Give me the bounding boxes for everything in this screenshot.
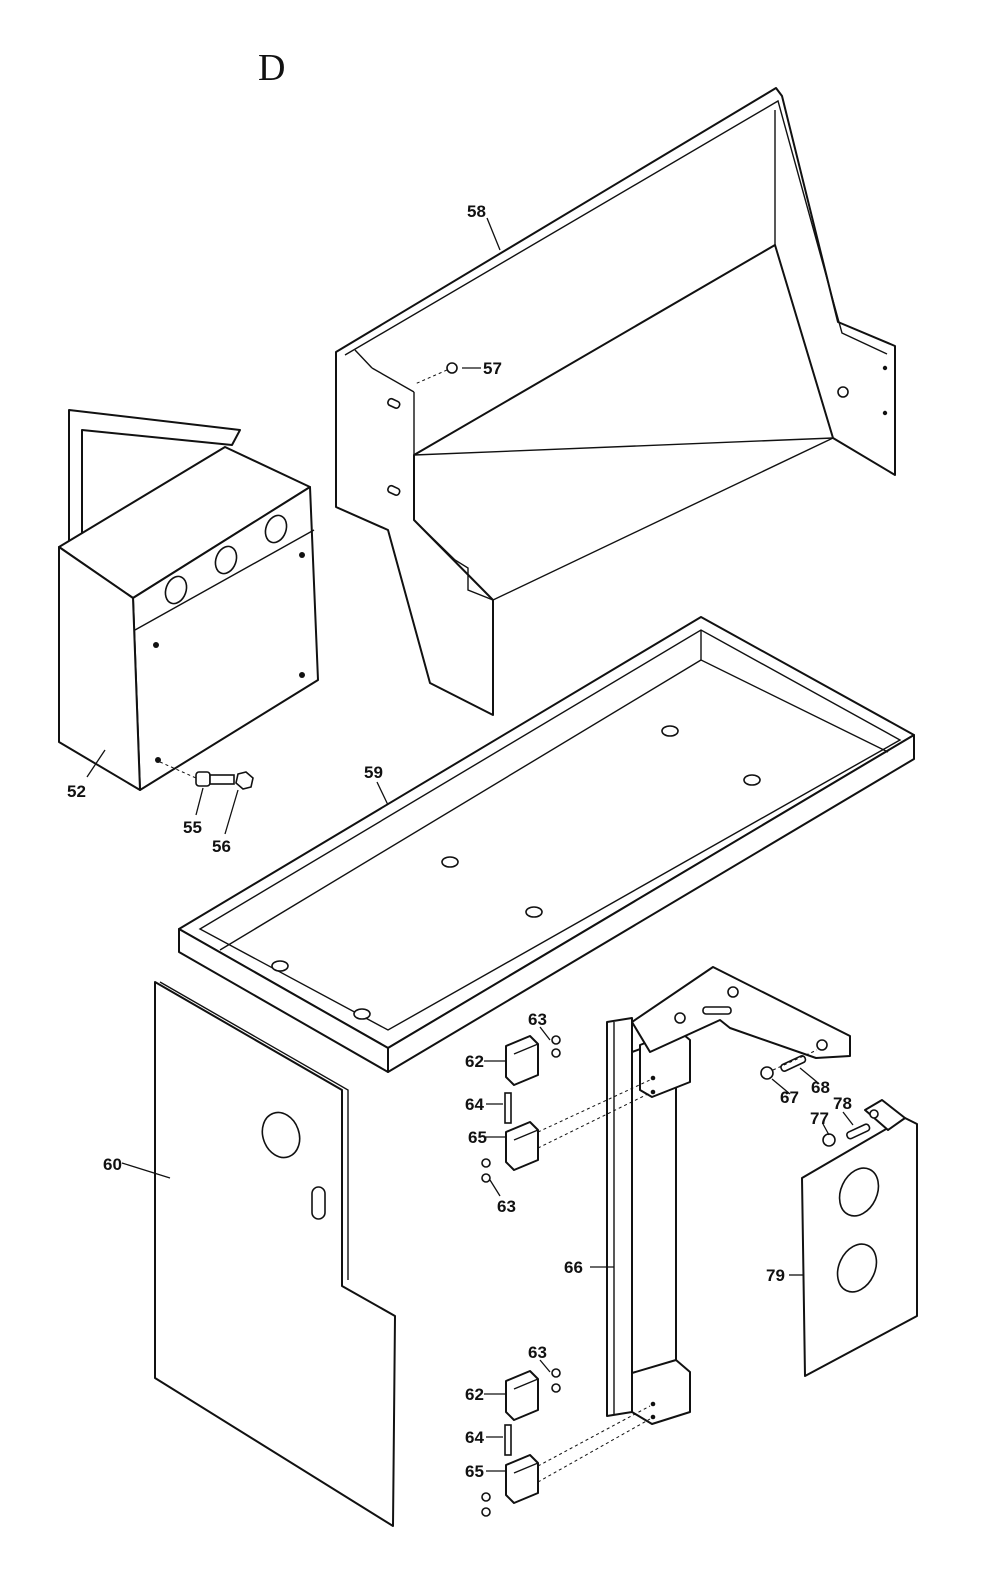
label-63-upper-bottom: 63 [497, 1197, 516, 1216]
label-62-lower: 62 [465, 1385, 484, 1404]
label-66: 66 [564, 1258, 583, 1277]
part-66-frame-column [606, 966, 851, 1425]
leader-lines [86, 217, 854, 1472]
label-64-upper: 64 [465, 1095, 484, 1114]
label-55: 55 [183, 818, 202, 837]
label-65-lower: 65 [465, 1462, 484, 1481]
label-63-upper-top: 63 [528, 1010, 547, 1029]
part-60-door-panel [154, 981, 396, 1527]
label-57: 57 [483, 359, 502, 378]
label-58: 58 [467, 202, 486, 221]
label-68: 68 [811, 1078, 830, 1097]
label-65-upper: 65 [468, 1128, 487, 1147]
label-59: 59 [364, 763, 383, 782]
part-labels: 58 57 52 55 56 59 60 63 62 64 65 63 66 6… [67, 202, 852, 1481]
hinge-assembly-upper [481, 1035, 651, 1183]
label-60: 60 [103, 1155, 122, 1174]
label-62-upper: 62 [465, 1052, 484, 1071]
diagram-title: D [258, 47, 285, 89]
label-63-lower: 63 [528, 1343, 547, 1362]
part-55-56-bolt-nut [159, 761, 254, 790]
part-59-chip-tray [178, 616, 915, 1073]
label-77: 77 [810, 1109, 829, 1128]
label-56: 56 [212, 837, 231, 856]
label-78: 78 [833, 1094, 852, 1113]
part-79-right-door [801, 1099, 918, 1377]
label-64-lower: 64 [465, 1428, 484, 1447]
label-79: 79 [766, 1266, 785, 1285]
label-52: 52 [67, 782, 86, 801]
label-67: 67 [780, 1088, 799, 1107]
part-67-68-screw-pin [674, 1006, 818, 1080]
part-52-electrical-box [58, 409, 319, 791]
part-58-rear-guard [335, 87, 896, 716]
hinge-assembly-lower [481, 1368, 651, 1517]
part-77-78-screw-pin [822, 1123, 871, 1147]
part-57-screws [414, 362, 849, 398]
